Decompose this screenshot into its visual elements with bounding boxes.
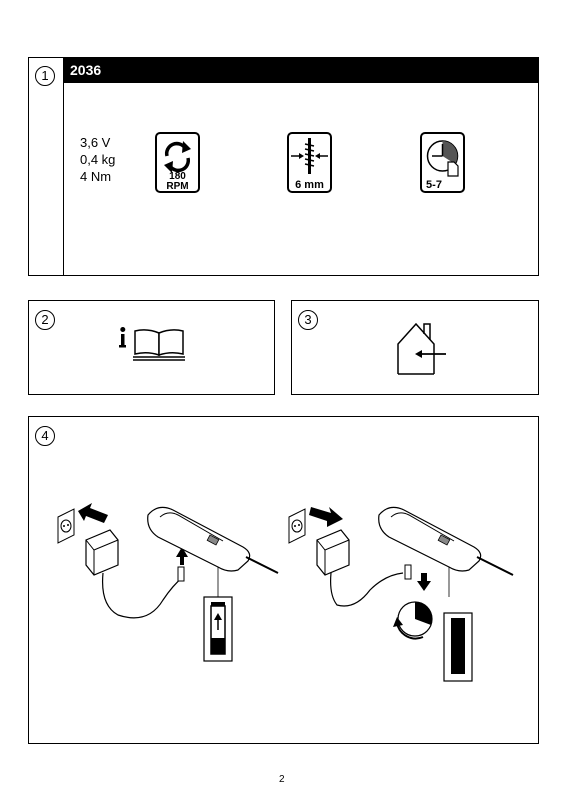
page-number: 2 (279, 774, 285, 785)
direction-arrow-icon (78, 503, 108, 523)
read-manual-book-icon (119, 327, 185, 361)
unplug-arrow-icon (417, 573, 431, 591)
step-number-3: 3 (298, 310, 318, 330)
bit-size-label: 6 mm (295, 179, 324, 191)
charge-time-clock-icon (393, 601, 433, 640)
step-number-1: 1 (35, 66, 55, 86)
spec-list: 3,6 V 0,4 kg 4 Nm (80, 134, 115, 185)
rpm-unit: RPM (166, 181, 188, 192)
step-number-2: 2 (35, 310, 55, 330)
screwdriver-icon (378, 506, 514, 576)
panel-4-charging-instructions (28, 416, 539, 744)
indoor-use-house-icon (397, 322, 446, 375)
step-number-4: 4 (35, 426, 55, 446)
direction-arrow-icon (309, 507, 343, 527)
panel-1-left-divider (63, 57, 64, 276)
screwdriver-icon (147, 506, 279, 574)
charging-complete-illustration (288, 506, 514, 682)
charger-adapter-icon (85, 529, 119, 576)
charge-time-label: 5-7 (426, 179, 442, 191)
wall-socket-icon (57, 508, 75, 544)
spec-voltage: 3,6 V (80, 135, 111, 150)
plug-in-arrow-icon (176, 547, 188, 565)
charger-adapter-icon (316, 529, 350, 576)
spec-torque: 4 Nm (80, 169, 112, 184)
battery-full-icon (443, 612, 473, 682)
battery-charging-icon (203, 596, 233, 662)
screw-size-icon: 6 mm (287, 132, 332, 193)
spec-weight: 0,4 kg (80, 152, 116, 167)
panel-3-indoor-use (291, 300, 539, 395)
charge-time-clock-icon: 5-7 (420, 132, 465, 193)
rotation-speed-icon: 180 RPM (155, 132, 200, 193)
charging-connect-illustration (57, 503, 279, 662)
rpm-value: 180 (169, 171, 186, 182)
model-title-bar: 2036 (64, 58, 538, 83)
wall-socket-icon (288, 508, 306, 544)
